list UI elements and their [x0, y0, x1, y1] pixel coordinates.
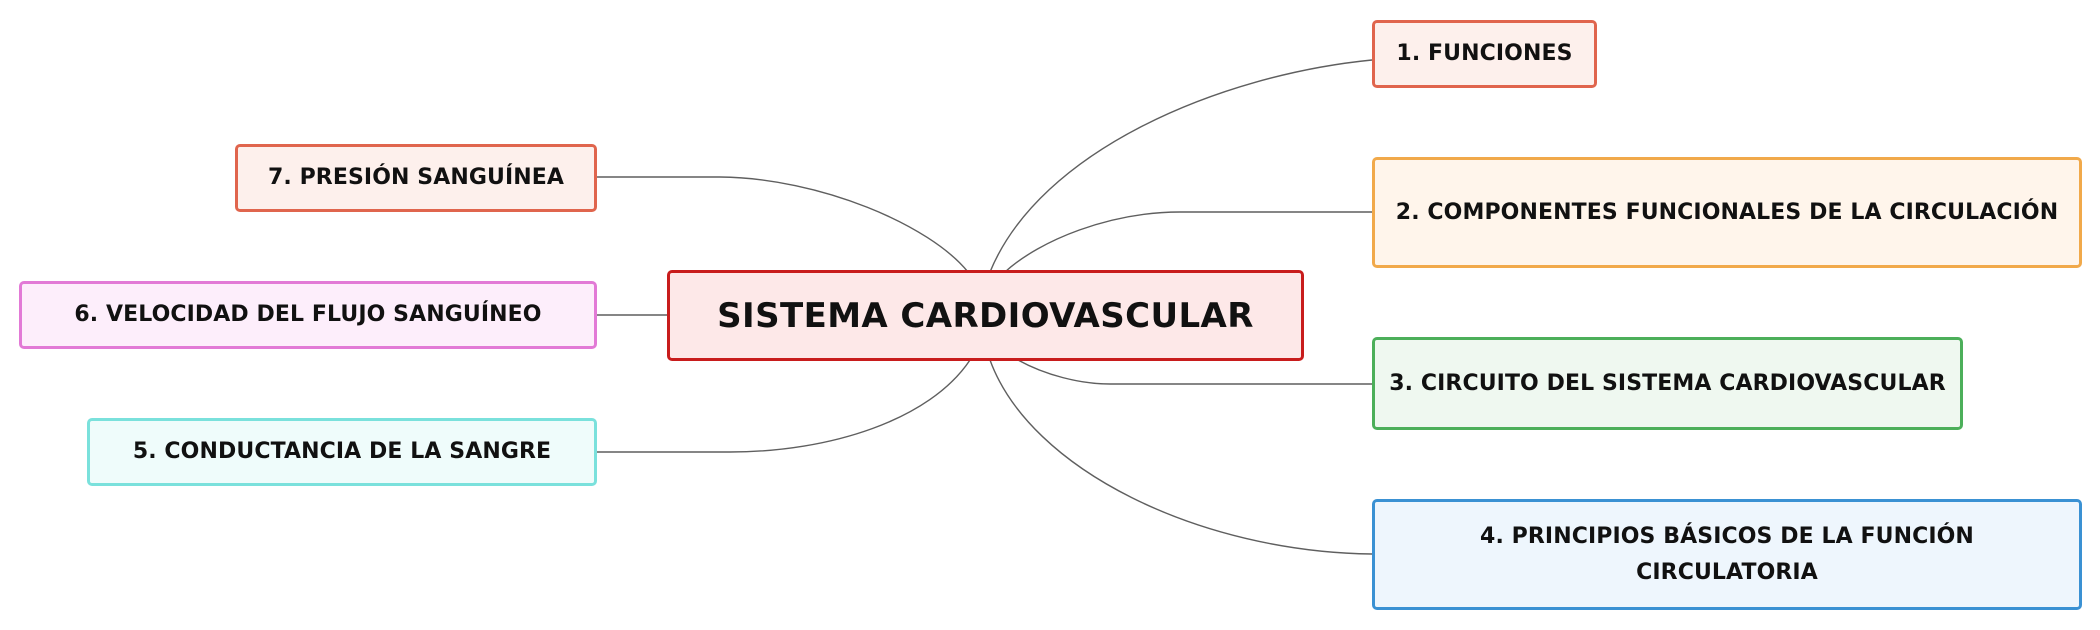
central-topic[interactable]: SISTEMA CARDIOVASCULAR: [667, 270, 1304, 361]
central-topic-label: SISTEMA CARDIOVASCULAR: [717, 295, 1254, 336]
branch-node-5-conductancia[interactable]: 5. CONDUCTANCIA DE LA SANGRE: [87, 418, 597, 486]
branch-label: 7. PRESIÓN SANGUÍNEA: [267, 165, 565, 190]
branch-label: 4. PRINCIPIOS BÁSICOS DE LA FUNCIÓN CIRC…: [1480, 523, 1974, 585]
branch-node-4-principios-basicos[interactable]: 4. PRINCIPIOS BÁSICOS DE LA FUNCIÓN CIRC…: [1372, 499, 2082, 610]
branch-label: 3. CIRCUITO DEL SISTEMA CARDIOVASCULAR: [1389, 370, 1946, 396]
connector-1-funciones: [989, 59, 1373, 273]
connector-7-presion: [597, 176, 969, 273]
branch-label: 1. FUNCIONES: [1396, 41, 1573, 66]
connector-5-conductancia: [597, 359, 971, 453]
branch-node-1-funciones[interactable]: 1. FUNCIONES: [1372, 20, 1597, 88]
branch-label: 2. COMPONENTES FUNCIONALES DE LA CIRCULA…: [1395, 199, 2059, 225]
branch-label: 6. VELOCIDAD DEL FLUJO SANGUÍNEO: [74, 302, 542, 327]
branch-label: 5. CONDUCTANCIA DE LA SANGRE: [132, 439, 552, 464]
branch-node-2-componentes-funcionales[interactable]: 2. COMPONENTES FUNCIONALES DE LA CIRCULA…: [1372, 157, 2082, 268]
connector-4-principios: [989, 359, 1373, 555]
connector-2-componentes: [1004, 211, 1372, 273]
connector-3-circuito: [1017, 359, 1372, 385]
branch-node-3-circuito[interactable]: 3. CIRCUITO DEL SISTEMA CARDIOVASCULAR: [1372, 337, 1963, 430]
branch-node-6-velocidad-flujo[interactable]: 6. VELOCIDAD DEL FLUJO SANGUÍNEO: [19, 281, 597, 349]
branch-node-7-presion[interactable]: 7. PRESIÓN SANGUÍNEA: [235, 144, 597, 212]
